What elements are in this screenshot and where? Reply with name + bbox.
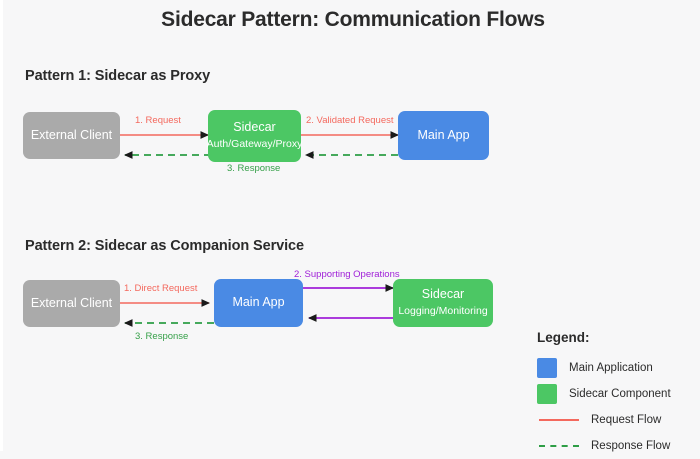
- node-sublabel: Logging/Monitoring: [398, 304, 488, 317]
- node-label: External Client: [30, 127, 113, 142]
- legend-item-response-flow: Response Flow: [537, 433, 697, 459]
- legend-item-main-application: Main Application: [537, 355, 697, 381]
- node-label: Main App: [232, 295, 285, 310]
- diagram-canvas: Sidecar Pattern: Communication Flows Pat…: [3, 0, 700, 452]
- pattern-1-title: Pattern 1: Sidecar as Proxy: [25, 68, 211, 84]
- edge-label-p2-response: 3. Response: [135, 331, 189, 342]
- node-label: Main App: [417, 127, 470, 142]
- edge-label-p2-supporting-operations: 2. Supporting Operations: [294, 269, 400, 280]
- legend-item-label: Sidecar Component: [569, 388, 671, 400]
- node-p1-sidecar[interactable]: Sidecar Auth/Gateway/Proxy: [206, 110, 303, 162]
- node-p1-main-app[interactable]: Main App: [398, 111, 489, 160]
- request-flow-line-icon: [537, 419, 581, 421]
- node-p2-external-client[interactable]: External Client: [23, 280, 120, 327]
- legend-item-request-flow: Request Flow: [537, 407, 697, 433]
- node-label: Sidecar: [421, 287, 465, 302]
- sidecar-component-swatch-icon: [537, 384, 557, 404]
- page-title: Sidecar Pattern: Communication Flows: [161, 8, 545, 31]
- legend: Legend: Main Application Sidecar Compone…: [537, 330, 697, 459]
- node-p2-main-app[interactable]: Main App: [214, 279, 303, 327]
- node-p2-sidecar[interactable]: Sidecar Logging/Monitoring: [393, 279, 493, 327]
- node-label: External Client: [30, 295, 113, 310]
- pattern-2-title: Pattern 2: Sidecar as Companion Service: [25, 238, 304, 254]
- main-application-swatch-icon: [537, 358, 557, 378]
- edge-label-p1-request: 1. Request: [135, 115, 181, 126]
- edge-label-p2-direct-request: 1. Direct Request: [124, 283, 198, 294]
- legend-item-label: Request Flow: [591, 414, 662, 426]
- legend-item-label: Response Flow: [591, 440, 671, 452]
- legend-item-label: Main Application: [569, 362, 653, 374]
- response-flow-line-icon: [537, 445, 581, 447]
- node-p1-external-client[interactable]: External Client: [23, 112, 120, 159]
- node-label: Sidecar: [233, 120, 276, 135]
- legend-title: Legend:: [537, 330, 590, 345]
- edge-label-p1-validated-request: 2. Validated Request: [306, 115, 394, 126]
- edge-label-p1-response: 3. Response: [227, 163, 281, 174]
- node-sublabel: Auth/Gateway/Proxy: [206, 137, 303, 150]
- legend-item-sidecar-component: Sidecar Component: [537, 381, 697, 407]
